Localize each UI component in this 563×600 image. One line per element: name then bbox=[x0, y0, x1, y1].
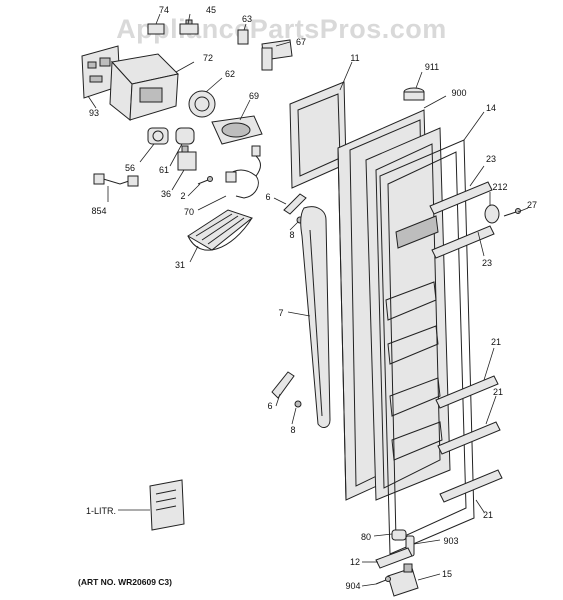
callout-911: 911 bbox=[425, 62, 439, 72]
callout-903: 903 bbox=[443, 536, 458, 546]
callout-900: 900 bbox=[451, 88, 466, 98]
actuator-62 bbox=[188, 90, 216, 118]
watermark-text: AppliancePartsPros.com bbox=[116, 14, 447, 44]
callout-36: 36 bbox=[161, 189, 171, 199]
callout-23-upper: 23 bbox=[486, 154, 496, 164]
door-liner bbox=[365, 127, 451, 501]
callout-labels: 74 45 63 67 72 62 93 69 11 911 900 14 56… bbox=[86, 5, 537, 591]
callout-15: 15 bbox=[442, 569, 452, 579]
callout-854: 854 bbox=[91, 206, 106, 216]
hinge-12 bbox=[375, 547, 413, 569]
callout-8-top: 8 bbox=[289, 230, 294, 240]
dispenser-housing-72 bbox=[109, 53, 180, 121]
callout-21-c: 21 bbox=[483, 510, 493, 520]
callout-212: 212 bbox=[492, 182, 507, 192]
stop-212 bbox=[484, 204, 500, 224]
screw-27 bbox=[503, 208, 521, 217]
cap-911 bbox=[403, 87, 425, 101]
bin-21-b bbox=[437, 421, 501, 455]
screw-2 bbox=[197, 176, 213, 185]
callout-61: 61 bbox=[159, 165, 169, 175]
callout-70: 70 bbox=[184, 207, 194, 217]
callout-8-bottom: 8 bbox=[290, 425, 295, 435]
callout-21-a: 21 bbox=[491, 337, 501, 347]
gasket-14 bbox=[379, 139, 475, 555]
callout-45: 45 bbox=[206, 5, 216, 15]
callout-6-bottom: 6 bbox=[267, 401, 272, 411]
switch-74 bbox=[147, 23, 165, 35]
callout-904: 904 bbox=[345, 581, 360, 591]
fastener-63 bbox=[237, 29, 249, 45]
wire-harness-70 bbox=[225, 145, 261, 199]
bin-21-c bbox=[439, 469, 503, 503]
hinge-15 bbox=[387, 563, 419, 597]
callout-69: 69 bbox=[249, 91, 259, 101]
bushing-80 bbox=[391, 529, 407, 541]
funnel-69 bbox=[211, 115, 263, 145]
callout-67: 67 bbox=[296, 37, 306, 47]
handle-cap-6-bottom bbox=[271, 371, 295, 399]
handle-cap-6-top bbox=[283, 193, 307, 215]
art-number: (ART NO. WR20609 C3) bbox=[78, 577, 172, 587]
harness-854 bbox=[93, 173, 139, 187]
handle-7 bbox=[300, 206, 331, 428]
callout-23-lower: 23 bbox=[482, 258, 492, 268]
switch-36 bbox=[177, 145, 197, 171]
callout-2: 2 bbox=[180, 191, 185, 201]
callout-31: 31 bbox=[175, 260, 185, 270]
callout-63: 63 bbox=[242, 14, 252, 24]
callout-21-b: 21 bbox=[493, 387, 503, 397]
callout-11: 11 bbox=[350, 53, 359, 63]
solenoid-56 bbox=[147, 127, 169, 145]
callout-93: 93 bbox=[89, 108, 99, 118]
callout-1-litr: 1-LITR. bbox=[86, 506, 116, 516]
switch-45 bbox=[179, 19, 199, 35]
screw-8-bottom bbox=[294, 400, 302, 408]
callout-27: 27 bbox=[527, 200, 537, 210]
literature-booklet bbox=[149, 479, 185, 531]
callout-7: 7 bbox=[278, 308, 283, 318]
callout-72: 72 bbox=[203, 53, 213, 63]
callout-6-top: 6 bbox=[265, 192, 270, 202]
callout-56: 56 bbox=[125, 163, 135, 173]
callout-14: 14 bbox=[486, 103, 496, 113]
callout-62: 62 bbox=[225, 69, 235, 79]
bin-21-a bbox=[435, 375, 499, 409]
bin-23-upper bbox=[429, 181, 493, 215]
callout-74: 74 bbox=[159, 5, 169, 15]
door-panel-11 bbox=[289, 81, 347, 189]
light-61 bbox=[175, 127, 195, 145]
callout-12: 12 bbox=[350, 557, 360, 567]
grille-31 bbox=[187, 209, 254, 251]
leader-lines bbox=[87, 13, 529, 587]
screw-904 bbox=[375, 576, 391, 585]
callout-80: 80 bbox=[361, 532, 371, 542]
bracket-67 bbox=[261, 39, 293, 71]
